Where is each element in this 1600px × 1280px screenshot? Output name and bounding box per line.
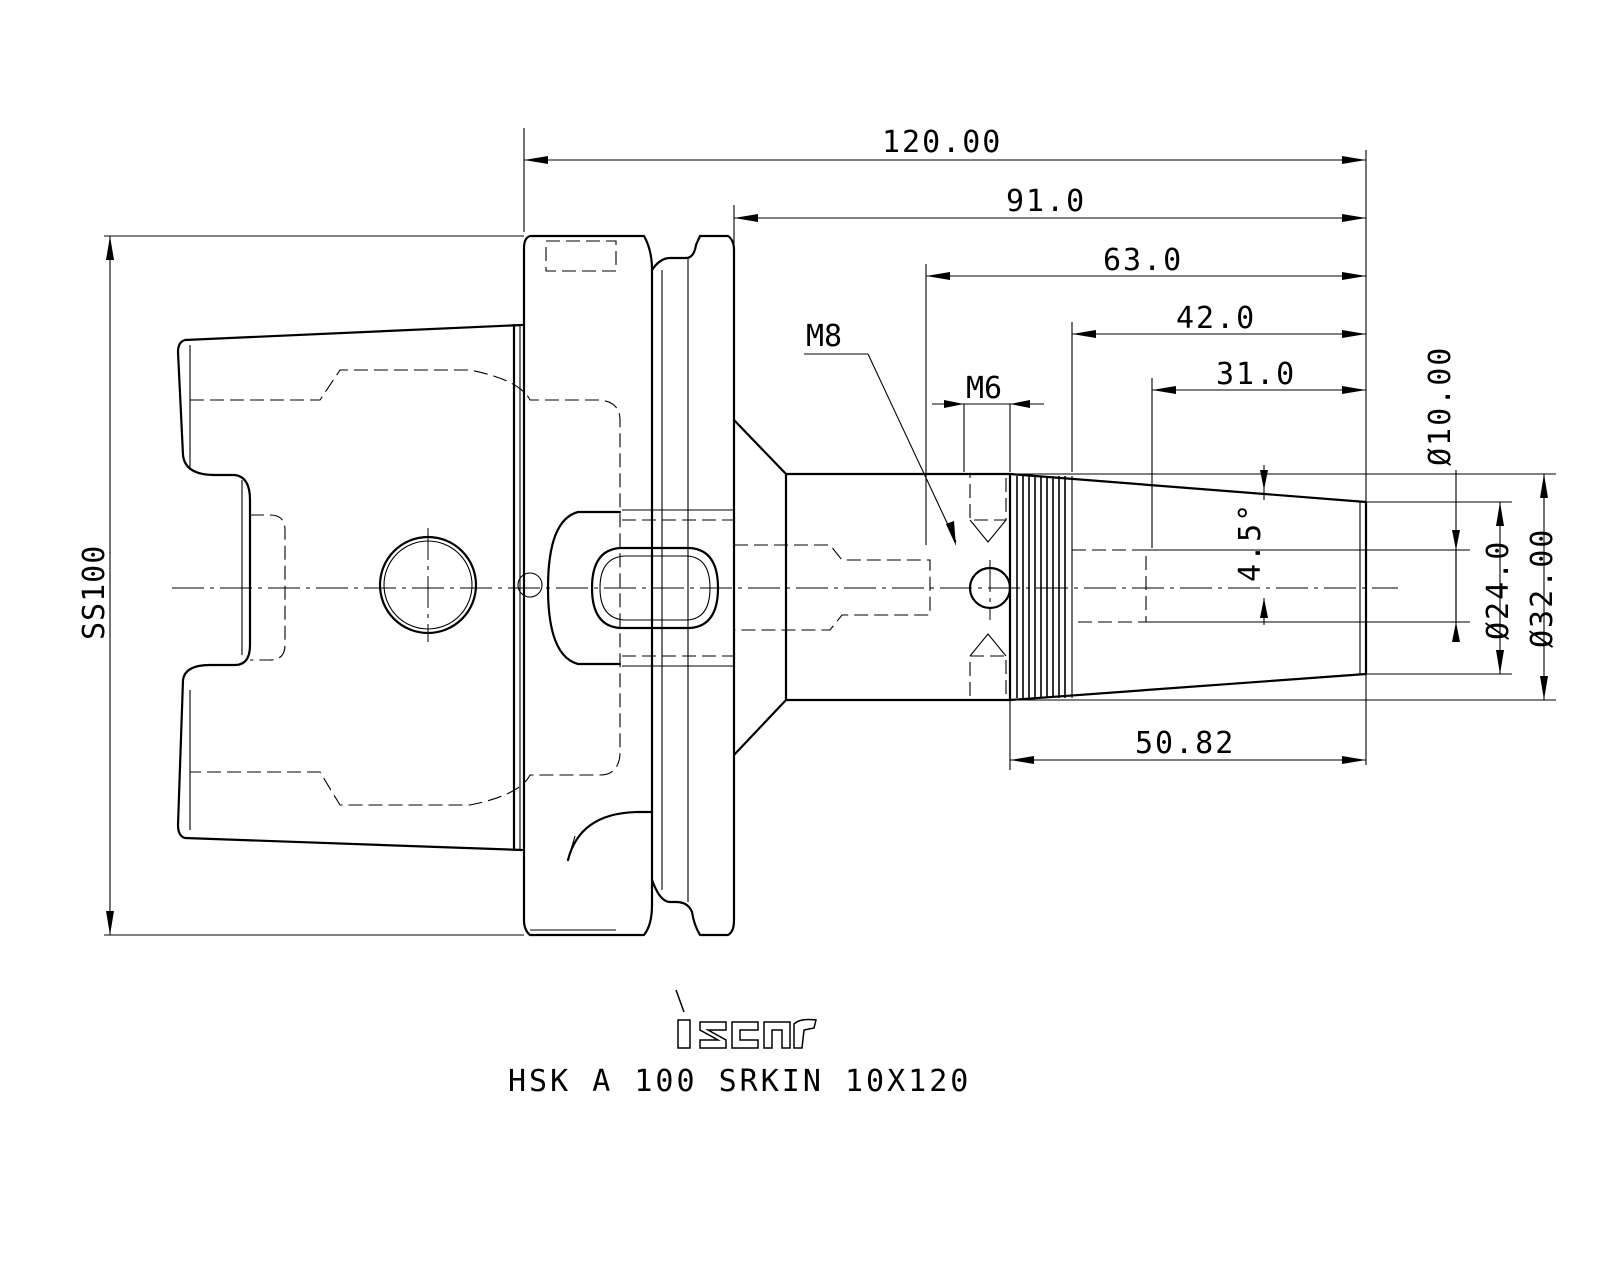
dim-31: 31.0 xyxy=(1216,357,1296,392)
flange xyxy=(522,234,736,937)
hsk-shank xyxy=(176,323,621,852)
iscar-logo xyxy=(675,989,817,1049)
dim-dia-24: Ø24.0 xyxy=(1481,540,1516,640)
dimensions: 120.00 91.0 63.0 42.0 31.0 50.82 M6 xyxy=(77,125,1560,936)
dim-63: 63.0 xyxy=(1103,243,1183,278)
thread-m6-label: M6 xyxy=(966,371,1002,406)
dim-angle: 4.5° xyxy=(1233,502,1268,582)
dim-ss100: SS100 xyxy=(77,545,112,640)
body xyxy=(732,418,1368,757)
thread-m8-label: M8 xyxy=(806,319,842,354)
dim-50-82: 50.82 xyxy=(1135,726,1235,761)
dim-dia-10: Ø10.00 xyxy=(1423,346,1458,466)
dim-120: 120.00 xyxy=(882,125,1002,160)
drive-slot xyxy=(590,546,720,630)
product-code: HSK A 100 SRKIN 10X120 xyxy=(508,1064,972,1099)
dim-91: 91.0 xyxy=(1006,184,1086,219)
dim-42: 42.0 xyxy=(1176,301,1256,336)
dim-dia-32: Ø32.00 xyxy=(1525,528,1560,648)
